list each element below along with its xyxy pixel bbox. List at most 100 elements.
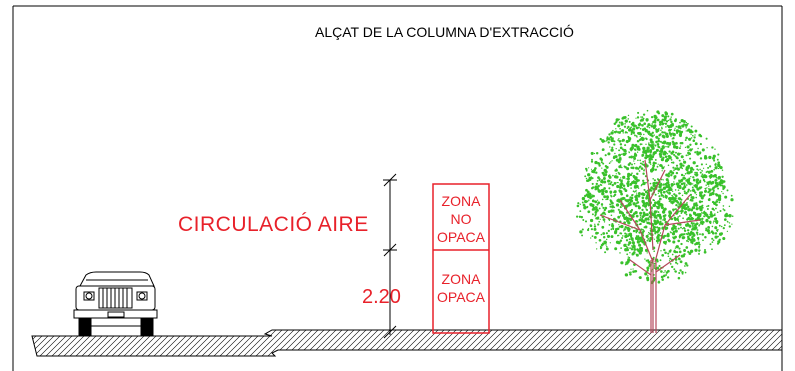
foliage-dot — [604, 173, 608, 177]
foliage-dot — [677, 216, 680, 218]
foliage-dot — [711, 146, 714, 149]
foliage-dot — [653, 119, 657, 123]
foliage-dot — [638, 218, 642, 222]
foliage-dot — [651, 123, 654, 125]
foliage-dot — [638, 243, 642, 247]
foliage-dot — [643, 169, 645, 172]
foliage-dot — [686, 129, 690, 132]
foliage-dot — [611, 183, 615, 187]
foliage-dot — [724, 195, 728, 199]
foliage-dot — [672, 190, 674, 193]
foliage-dot — [656, 220, 660, 224]
foliage-dot — [645, 213, 648, 216]
foliage-dot — [639, 135, 642, 137]
foliage-dot — [635, 166, 638, 170]
foliage-dot — [662, 179, 664, 181]
foliage-dot — [635, 125, 638, 127]
foliage-dot — [686, 233, 689, 236]
foliage-dot — [687, 217, 691, 220]
foliage-dot — [631, 244, 633, 247]
foliage-dot — [673, 250, 676, 253]
foliage-dot — [654, 201, 657, 205]
svg-text:NO: NO — [451, 211, 472, 227]
foliage-dot — [634, 195, 638, 199]
foliage-dot — [669, 257, 672, 260]
foliage-dot — [715, 193, 719, 197]
foliage-dot — [648, 160, 652, 164]
foliage-dot — [646, 221, 648, 223]
foliage-dot — [668, 214, 672, 218]
foliage-dot — [646, 266, 650, 270]
foliage-dot — [600, 161, 603, 164]
foliage-dot — [646, 194, 650, 198]
foliage-dot — [705, 163, 708, 165]
foliage-dot — [685, 121, 688, 124]
foliage-dot — [688, 152, 692, 156]
foliage-dot — [620, 192, 623, 196]
foliage-dot — [662, 183, 665, 186]
foliage-dot — [652, 178, 654, 180]
foliage-dot — [605, 198, 607, 201]
foliage-dot — [626, 219, 630, 223]
foliage-dot — [694, 223, 698, 226]
foliage-dot — [712, 239, 715, 242]
foliage-dot — [677, 276, 681, 280]
foliage-dot — [690, 221, 693, 224]
foliage-dot — [707, 204, 710, 207]
foliage-dot — [581, 228, 584, 231]
foliage-dot — [661, 165, 664, 168]
foliage-dot — [665, 120, 669, 123]
foliage-dot — [690, 166, 693, 170]
foliage-dot — [601, 198, 604, 201]
foliage-dot — [634, 152, 637, 155]
foliage-dot — [708, 188, 712, 192]
foliage-dot — [670, 202, 673, 204]
foliage-dot — [652, 153, 655, 156]
foliage-dot — [653, 143, 655, 145]
foliage-dot — [630, 199, 634, 203]
foliage-dot — [705, 229, 708, 232]
foliage-dot — [712, 156, 715, 160]
foliage-dot — [595, 186, 599, 190]
foliage-dot — [595, 208, 599, 212]
foliage-dot — [657, 163, 659, 165]
foliage-dot — [701, 222, 704, 226]
foliage-dot — [701, 233, 704, 236]
foliage-dot — [687, 149, 689, 152]
foliage-dot — [714, 185, 717, 188]
foliage-dot — [608, 162, 611, 164]
foliage-dot — [591, 235, 594, 237]
foliage-dot — [726, 189, 729, 192]
foliage-dot — [626, 127, 629, 129]
foliage-dot — [686, 229, 690, 232]
foliage-dot — [634, 182, 638, 185]
foliage-dot — [603, 190, 606, 192]
foliage-dot — [657, 211, 660, 214]
foliage-dot — [663, 186, 666, 190]
foliage-dot — [661, 126, 663, 129]
foliage-dot — [692, 139, 696, 142]
foliage-dot — [620, 224, 624, 229]
foliage-dot — [656, 205, 660, 210]
foliage-dot — [657, 202, 661, 206]
foliage-dot — [596, 203, 599, 206]
foliage-dot — [633, 212, 636, 215]
foliage-dot — [659, 150, 661, 152]
foliage-dot — [648, 222, 650, 224]
foliage-dot — [681, 194, 684, 197]
foliage-dot — [610, 148, 614, 152]
foliage-dot — [713, 168, 716, 171]
foliage-dot — [594, 223, 596, 226]
foliage-dot — [647, 275, 649, 277]
foliage-dot — [640, 167, 644, 170]
foliage-dot — [595, 242, 597, 244]
foliage-dot — [647, 231, 650, 234]
foliage-dot — [604, 170, 608, 174]
foliage-dot — [609, 203, 612, 206]
foliage-dot — [727, 221, 729, 223]
foliage-dot — [617, 171, 620, 174]
foliage-dot — [656, 226, 659, 229]
foliage-dot — [708, 220, 712, 224]
foliage-dot — [716, 198, 718, 201]
foliage-dot — [625, 239, 629, 242]
